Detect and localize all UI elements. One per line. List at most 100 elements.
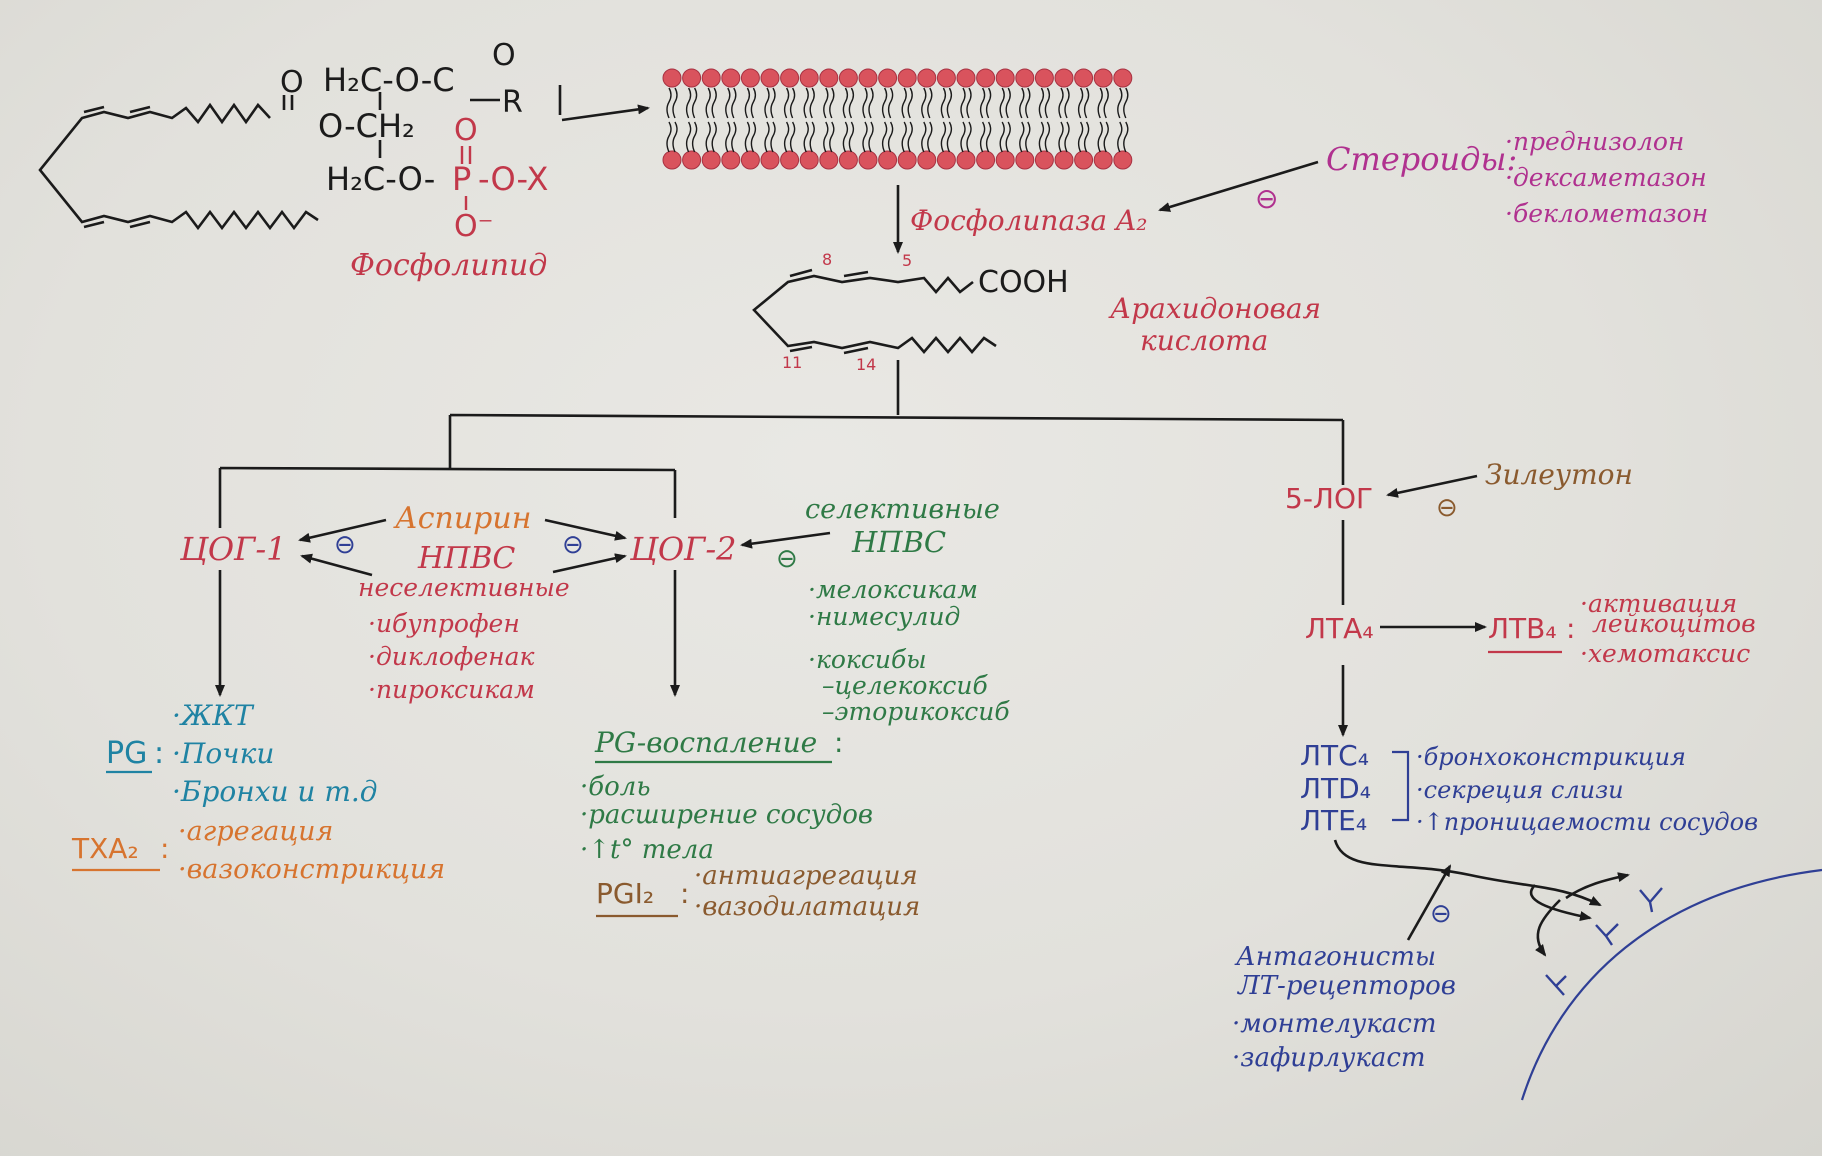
lipid-tail — [985, 121, 992, 153]
selective-item-5: –эторикоксиб — [822, 697, 1010, 726]
ltd4-label: ЛТD₄ — [1300, 772, 1371, 805]
lipid-tail — [1005, 121, 1011, 153]
ltb4-colon: : — [1566, 612, 1575, 645]
lipid-tail — [1077, 87, 1084, 119]
nonselective-label: неселективные — [358, 573, 570, 602]
lipid-head-top — [682, 68, 702, 88]
lipid-tail — [691, 121, 698, 153]
lipid-head-bottom — [799, 150, 819, 170]
lipid-tail — [770, 87, 776, 119]
aspirin-to-cox1 — [298, 518, 387, 543]
pg-inflam-title: PG-воспаление — [594, 726, 817, 759]
steroids-inhibit-icon: ⊖ — [1255, 182, 1278, 215]
h2c-top: H₂C-O-C — [323, 61, 455, 99]
r-group: R — [502, 85, 523, 120]
cooh: COOH — [978, 265, 1069, 300]
lipid-tail — [764, 121, 770, 153]
lipid-tail — [770, 121, 776, 153]
p-o-double-bond — [460, 146, 472, 164]
lipid-tail — [887, 121, 894, 153]
pg-inflam-item-1: ·боль — [580, 772, 651, 802]
txa2-colon: : — [160, 832, 169, 865]
aa-label-1: Арахидоновая — [1108, 292, 1321, 325]
lipid-head-bottom — [838, 150, 858, 170]
phospholipid-structure: O H₂C-O-C O R O-CH₂ H₂C-O- P -O-X O O⁻ Ф… — [38, 38, 562, 283]
phosphorus: P — [452, 160, 471, 198]
lipid-head-bottom — [721, 150, 741, 170]
txa2-item-2: ·вазоконстрикция — [178, 854, 445, 885]
lipid-head-top — [995, 68, 1015, 88]
lipid-tail — [901, 87, 907, 119]
lipid-tail — [1064, 121, 1070, 153]
lt-branch-1 — [1529, 884, 1592, 921]
lipid-tail — [789, 121, 796, 153]
lipid-tail — [1044, 87, 1051, 119]
lipid-tail — [848, 87, 855, 119]
lipid-tail — [803, 87, 809, 119]
lipid-tail — [1019, 121, 1025, 153]
lipid-head-bottom — [897, 150, 917, 170]
lipid-tail — [927, 87, 933, 119]
lipid-head-top — [956, 68, 976, 88]
lipid-tail — [881, 121, 888, 153]
lipid-tail — [672, 87, 678, 119]
lipid-tail — [672, 121, 678, 153]
lipid-tail — [1117, 121, 1123, 153]
lipid-head-top — [976, 68, 996, 88]
lipid-head-bottom — [740, 150, 760, 170]
lipid-head-top — [760, 68, 780, 88]
lipid-head-top — [819, 68, 839, 88]
antagonists-label-2: ЛТ-рецепторов — [1236, 971, 1456, 1001]
lipid-head-bottom — [682, 150, 702, 170]
lipid-tail — [842, 87, 849, 119]
lipid-tail — [848, 121, 855, 153]
steroid-item-3: ·беклометазон — [1505, 199, 1708, 228]
receptor-3-icon — [1545, 974, 1567, 996]
lipid-tail — [946, 87, 953, 119]
lipid-tail — [946, 121, 953, 153]
carbon-8: 8 — [822, 250, 832, 269]
lipid-tail — [921, 87, 927, 119]
phospholipid-label: Фосфолипид — [350, 248, 547, 283]
lipid-head-bottom — [780, 150, 800, 170]
lipid-tail — [1083, 87, 1090, 119]
carbonyl-double — [282, 95, 294, 110]
lipid-tail — [999, 87, 1005, 119]
cox2-inhibit-icon: ⊖ — [562, 530, 584, 560]
lipid-tail — [901, 121, 907, 153]
p-o-x: -O-X — [478, 160, 548, 198]
lipid-head-top — [780, 68, 800, 88]
lipid-tail — [1058, 87, 1064, 119]
lipid-head-bottom — [819, 150, 839, 170]
lipid-tail — [979, 87, 986, 119]
lipid-tail — [842, 121, 849, 153]
lipid-head-top — [1093, 68, 1113, 88]
pg-inflam-item-2: ·расширение сосудов — [580, 800, 873, 830]
pgi2-item-2: ·вазодилатация — [694, 892, 920, 922]
arachidonic-acid-structure: COOH 8 5 11 14 — [752, 250, 1069, 374]
lipid-tail — [868, 121, 874, 153]
selective-to-cox2 — [740, 531, 831, 549]
lipid-head-top — [740, 68, 760, 88]
lipid-head-bottom — [936, 150, 956, 170]
lte4-label: ЛТE₄ — [1300, 804, 1367, 837]
fatty-acid-chain-upper — [38, 102, 319, 231]
lipid-tail — [1077, 121, 1084, 153]
lipid-tail — [1038, 121, 1045, 153]
lipid-tail — [783, 121, 790, 153]
lipid-tail — [731, 121, 737, 153]
lipid-head-bottom — [662, 150, 682, 170]
ltb4-item-3: ·хемотаксис — [1580, 639, 1750, 668]
lipid-tail — [744, 121, 751, 153]
pg-item-1: ·ЖКТ — [172, 699, 255, 732]
aspirin-item-1: ·ибупрофен — [368, 609, 520, 638]
lipid-tail — [1044, 121, 1051, 153]
lipid-head-top — [1054, 68, 1074, 88]
pla2-label: Фосфолипаза A₂ — [910, 204, 1147, 237]
lipid-tail — [1123, 87, 1129, 119]
ltc-effect-2: ·секреция слизи — [1416, 776, 1624, 804]
lipid-tail — [691, 87, 698, 119]
lipid-head-bottom — [858, 150, 878, 170]
receptor-1-icon — [1639, 887, 1663, 913]
